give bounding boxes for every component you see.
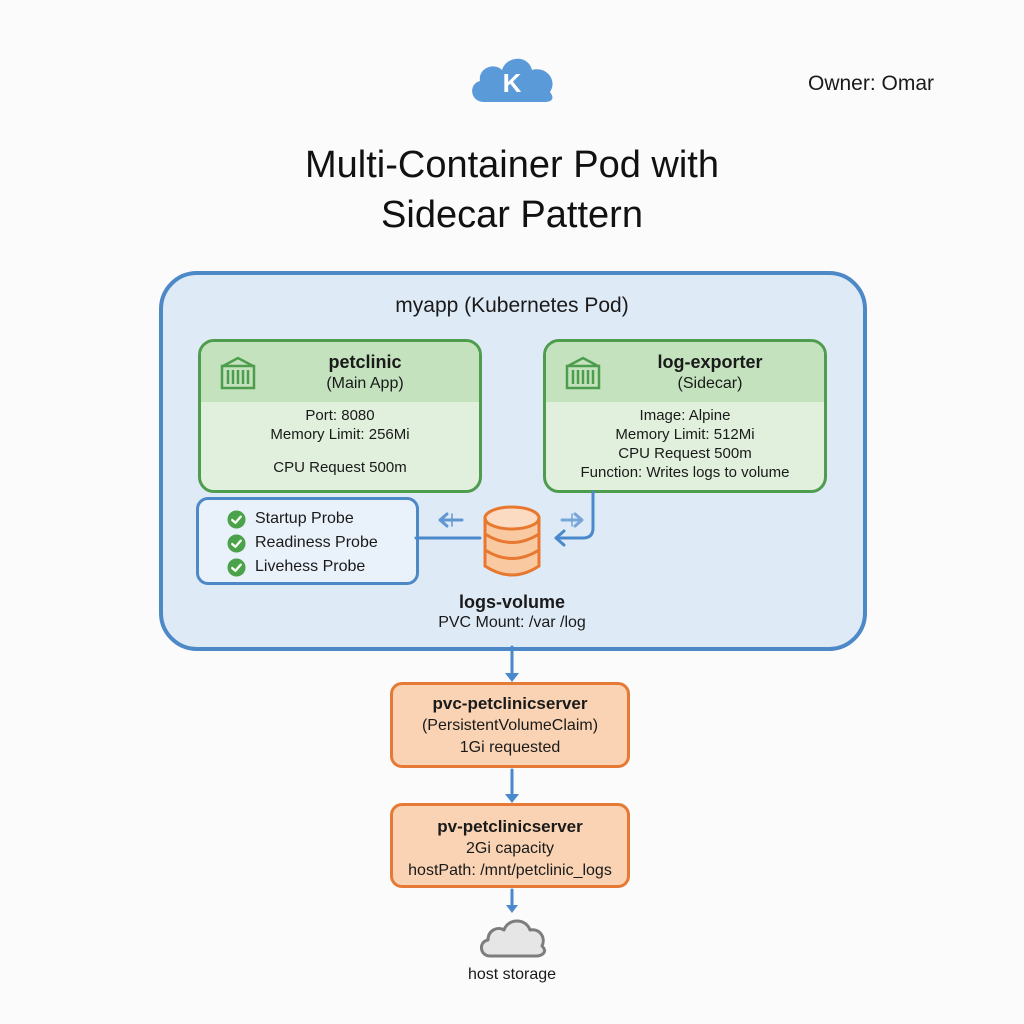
pvc-box[interactable]: pvc-petclinicserver (PersistentVolumeCla… bbox=[390, 682, 630, 768]
volume-mount: PVC Mount: /var /log bbox=[438, 614, 586, 631]
check-circle-icon bbox=[227, 534, 246, 553]
kubernetes-cloud-icon: K bbox=[472, 58, 553, 102]
pvc-type: (PersistentVolumeClaim) bbox=[421, 717, 599, 734]
probe-label: Readiness Probe bbox=[255, 534, 378, 551]
detail-function: Function: Writes logs to volume bbox=[580, 464, 790, 481]
container-role: (Main App) bbox=[326, 375, 404, 392]
cloud-icon bbox=[480, 919, 546, 958]
page-title: Multi-Container Pod with Sidecar Pattern bbox=[0, 140, 1024, 240]
probes-panel: Startup Probe Readiness Probe Livehess P… bbox=[196, 497, 419, 585]
check-circle-icon bbox=[227, 558, 246, 577]
pv-host-path: hostPath: /mnt/petclinic_logs bbox=[408, 862, 612, 879]
container-role: (Sidecar) bbox=[677, 375, 743, 392]
container-icon bbox=[565, 356, 601, 390]
logo-letter: K bbox=[503, 68, 522, 98]
container-sidecar[interactable]: log-exporter (Sidecar) Image: Alpine Mem… bbox=[543, 339, 827, 493]
container-main-app[interactable]: petclinic (Main App) Port: 8080 Memory L… bbox=[198, 339, 482, 493]
pv-box[interactable]: pv-petclinicserver 2Gi capacity hostPath… bbox=[390, 803, 630, 888]
container-details: Port: 8080 Memory Limit: 256Mi CPU Reque… bbox=[201, 402, 479, 477]
probe-label: Startup Probe bbox=[255, 510, 354, 527]
pod-label: myapp (Kubernetes Pod) bbox=[395, 294, 629, 317]
volume-name: logs-volume bbox=[458, 592, 565, 612]
detail-memory: Memory Limit: 512Mi bbox=[615, 426, 755, 443]
probe-label: Livehess Probe bbox=[255, 558, 366, 575]
title-line-2: Sidecar Pattern bbox=[381, 194, 643, 236]
container-name: petclinic bbox=[328, 352, 402, 372]
host-storage-label: host storage bbox=[467, 966, 557, 983]
pv-name: pv-petclinicserver bbox=[437, 817, 583, 836]
pvc-name: pvc-petclinicserver bbox=[432, 694, 588, 713]
check-circle-icon bbox=[227, 510, 246, 529]
detail-memory: Memory Limit: 256Mi bbox=[270, 426, 410, 443]
pv-capacity: 2Gi capacity bbox=[465, 840, 555, 857]
title-line-1: Multi-Container Pod with bbox=[305, 144, 719, 186]
arrow-down-icon bbox=[505, 673, 519, 682]
container-header: log-exporter (Sidecar) bbox=[546, 342, 824, 402]
detail-image: Image: Alpine bbox=[639, 407, 731, 424]
arrow-down-icon bbox=[505, 794, 519, 803]
container-icon bbox=[220, 356, 256, 390]
detail-cpu: CPU Request 500m bbox=[618, 445, 752, 462]
detail-port: Port: 8080 bbox=[305, 407, 375, 424]
pvc-detail: 1Gi requested bbox=[459, 739, 561, 756]
detail-spacer bbox=[201, 444, 479, 458]
container-name: log-exporter bbox=[657, 352, 763, 372]
detail-cpu: CPU Request 500m bbox=[273, 459, 407, 476]
container-details: Image: Alpine Memory Limit: 512Mi CPU Re… bbox=[546, 402, 824, 482]
container-header: petclinic (Main App) bbox=[201, 342, 479, 402]
owner-label: Owner: Omar bbox=[808, 72, 935, 95]
